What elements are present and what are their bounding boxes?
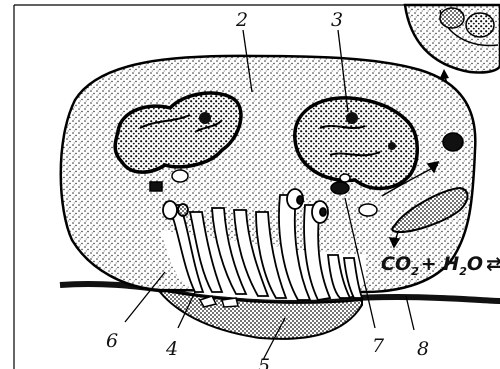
- label-4: 4: [165, 338, 178, 360]
- adjacent-cell: [405, 5, 500, 73]
- label-8: 8: [417, 338, 429, 360]
- label-3: 3: [331, 9, 343, 31]
- eq-plus-h: + H: [421, 253, 460, 275]
- eq-co-sub: 2: [411, 265, 419, 278]
- label-6: 6: [106, 330, 118, 352]
- label-5: 5: [258, 355, 270, 369]
- co2-h2o-equation: CO2+ H2O⇄H: [381, 253, 500, 278]
- eq-co: CO: [381, 253, 411, 275]
- label-7: 7: [372, 335, 385, 357]
- label-2: 2: [235, 9, 248, 31]
- eq-arrows: ⇄: [486, 253, 500, 275]
- eq-o: O: [467, 253, 483, 275]
